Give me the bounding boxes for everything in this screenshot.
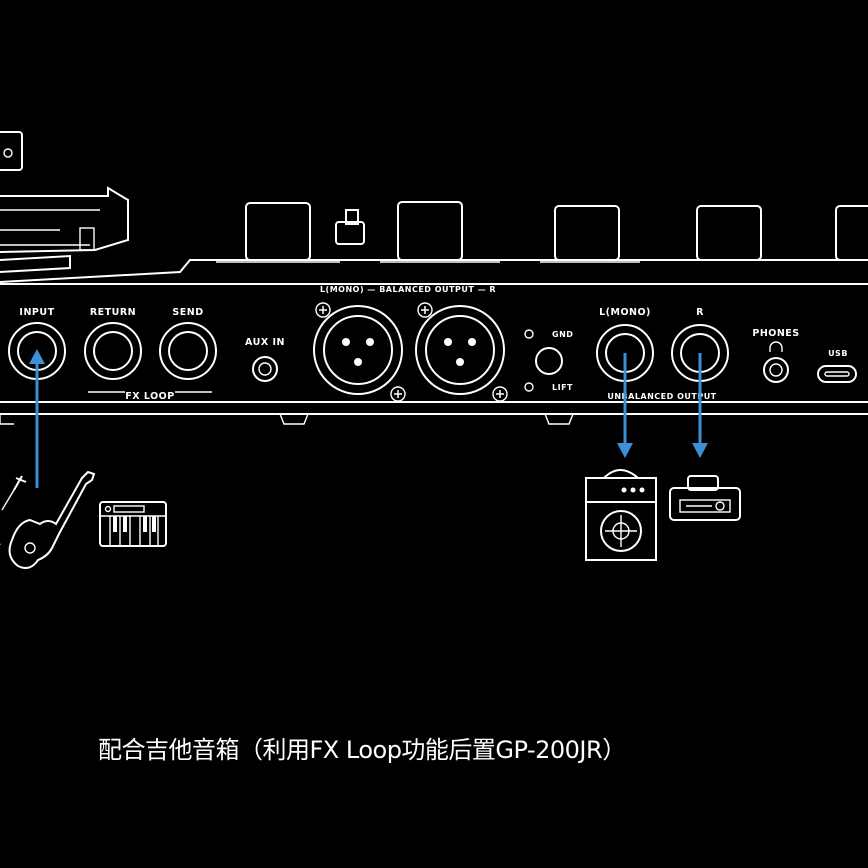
xlr-left-connector [313, 302, 406, 402]
caption: 配合吉他音箱（利用FX Loop功能后置GP-200JR） [98, 736, 626, 764]
unbalanced-left-label: L(MONO) [599, 307, 651, 318]
fx-loop-label: FX LOOP [125, 391, 174, 402]
aux-in-jack [252, 356, 278, 382]
guitar-icon [0, 470, 96, 569]
left-output-arrow [617, 353, 633, 458]
return-label: RETURN [90, 307, 136, 318]
phones-label: PHONES [752, 328, 799, 339]
lift-label: LIFT [552, 383, 573, 392]
ground-lift-switch [524, 329, 563, 392]
right-output-arrow [692, 353, 708, 458]
send-label: SEND [172, 307, 203, 318]
usb-port [817, 365, 857, 383]
unbalanced-output-label: UNBALANCED OUTPUT [607, 392, 716, 401]
balanced-output-label: L(MONO) — BALANCED OUTPUT — R [320, 285, 496, 294]
keyboard-icon [99, 501, 167, 547]
input-label: INPUT [19, 307, 54, 318]
usb-label: USB [828, 349, 848, 358]
guitar-amp-icon [585, 469, 657, 561]
xlr-right-connector [415, 302, 508, 402]
aux-in-label: AUX IN [245, 337, 285, 348]
headphones-icon [769, 341, 783, 352]
device-top-outline [0, 131, 868, 425]
phones-jack [763, 341, 789, 383]
amp-head-icon [669, 475, 741, 521]
unbalanced-right-label: R [696, 307, 704, 318]
input-arrow [29, 349, 45, 488]
return-jack [84, 322, 142, 380]
gnd-label: GND [552, 330, 573, 339]
send-jack [159, 322, 217, 380]
